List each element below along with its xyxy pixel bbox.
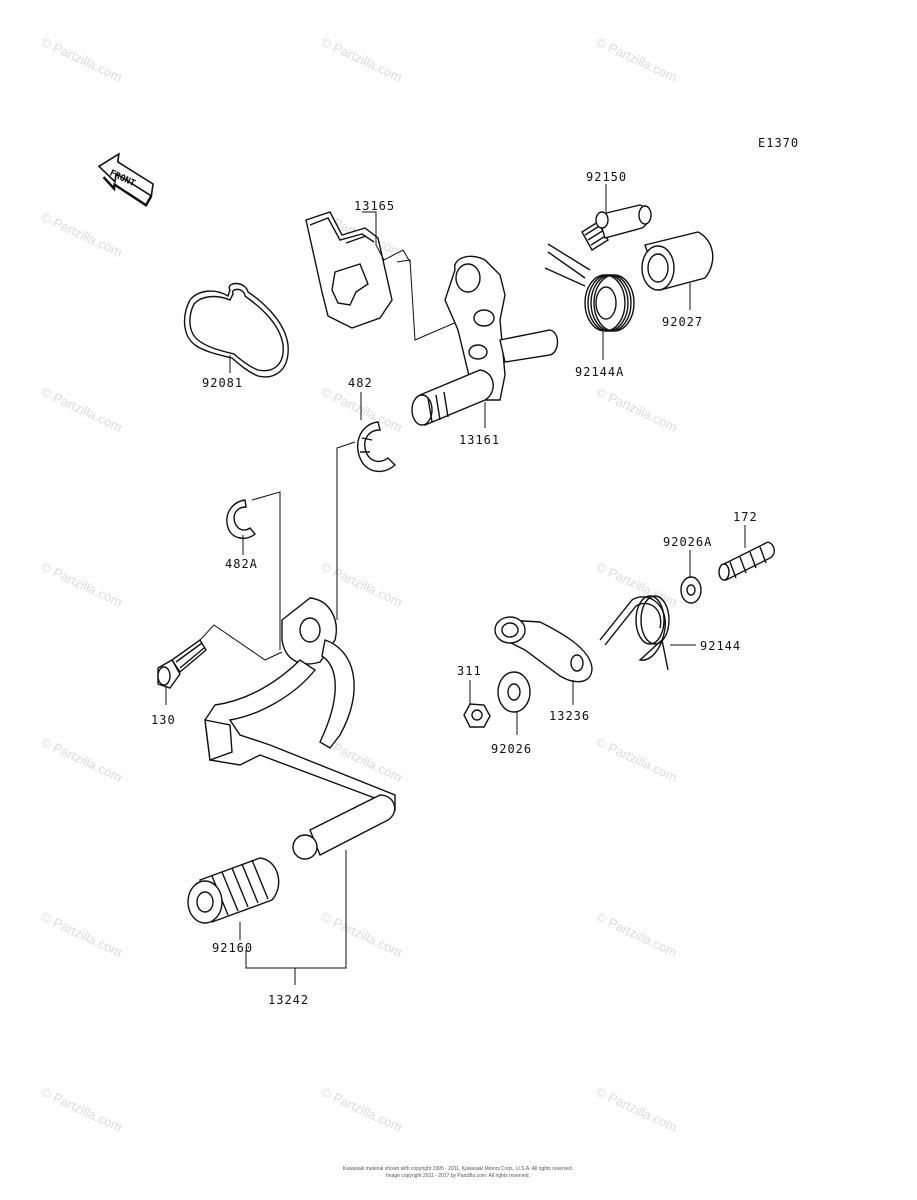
part-92150-bolt: [581, 204, 652, 251]
watermark: © Partzilla.com: [39, 559, 125, 610]
part-13161-shift-shaft: [411, 255, 559, 426]
label-92026A: 92026A: [663, 535, 712, 549]
watermark: © Partzilla.com: [594, 734, 680, 785]
label-92144: 92144: [700, 639, 741, 653]
watermark: © Partzilla.com: [594, 384, 680, 435]
watermark: © Partzilla.com: [39, 34, 125, 85]
watermark: © Partzilla.com: [319, 1084, 405, 1135]
label-13242: 13242: [268, 993, 309, 1007]
part-92144-spring: [599, 595, 670, 671]
watermark: © Partzilla.com: [594, 909, 680, 960]
label-13236: 13236: [549, 709, 590, 723]
watermark: © Partzilla.com: [39, 909, 125, 960]
watermark: © Partzilla.com: [39, 209, 125, 260]
leader-482A-pedal: [251, 491, 281, 650]
watermark: © Partzilla.com: [319, 559, 405, 610]
part-92081-gasket: [183, 282, 289, 378]
label-92160: 92160: [212, 941, 253, 955]
front-arrow-icon: FRONT: [97, 152, 154, 207]
part-92026A-washer: [680, 576, 702, 604]
leader-482-pedal: [336, 441, 356, 620]
leader-130-pedal: [199, 624, 283, 661]
label-92081: 92081: [202, 376, 243, 390]
part-92027-collar: [641, 231, 714, 291]
label-13161: 13161: [459, 433, 500, 447]
part-13165-plate: [305, 211, 393, 329]
watermark: © Partzilla.com: [39, 734, 125, 785]
label-311: 311: [457, 664, 482, 678]
label-92144A: 92144A: [575, 365, 624, 379]
watermark: © Partzilla.com: [39, 1084, 125, 1135]
copyright-line-2: Image copyright 2011 - 2017 by Partzilla…: [386, 1173, 530, 1179]
label-92150: 92150: [586, 170, 627, 184]
leader-13165-shaft: [396, 259, 467, 341]
watermark: © Partzilla.com: [39, 384, 125, 435]
part-130-bolt: [157, 638, 207, 689]
label-172: 172: [733, 510, 758, 524]
part-13242-shift-pedal: [204, 597, 396, 860]
part-311-nut: [463, 703, 491, 728]
leader-13165: [362, 211, 411, 263]
watermark: © Partzilla.com: [319, 384, 405, 435]
watermark: © Partzilla.com: [594, 34, 680, 85]
part-172-pin: [718, 541, 775, 582]
label-482: 482: [348, 376, 373, 390]
part-482-circlip: [357, 421, 397, 473]
part-92144A-spring: [544, 243, 635, 332]
label-130: 130: [151, 713, 176, 727]
leader-13242: [245, 850, 347, 969]
part-92026-washer: [497, 671, 531, 713]
label-92027: 92027: [662, 315, 703, 329]
watermark: © Partzilla.com: [319, 909, 405, 960]
diagram-code: E1370: [758, 136, 799, 150]
watermark: © Partzilla.com: [319, 34, 405, 85]
part-92160-pedal-rubber: [187, 857, 280, 924]
part-482A-circlip: [226, 499, 256, 539]
label-92026: 92026: [491, 742, 532, 756]
watermark: © Partzilla.com: [594, 1084, 680, 1135]
label-13165: 13165: [354, 199, 395, 213]
copyright-line-1: Kawasaki material shown with copyright 1…: [343, 1166, 573, 1172]
watermark: © Partzilla.com: [594, 559, 680, 610]
part-13236-arm: [494, 616, 593, 683]
label-482A: 482A: [225, 557, 258, 571]
